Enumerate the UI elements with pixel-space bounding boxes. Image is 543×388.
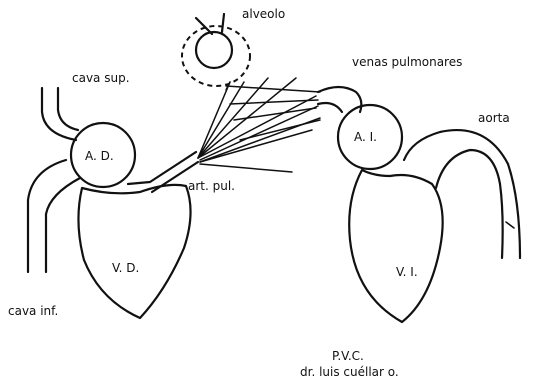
label-cava-sup: cava sup. (72, 72, 130, 84)
aorta-branch-mark (506, 222, 514, 228)
right-ventricle-shape (78, 185, 190, 318)
label-atrio-izquierdo: A. I. (354, 131, 377, 143)
label-venas-pulmonares: venas pulmonares (352, 56, 462, 68)
pulmonary-vein-lower (318, 103, 342, 112)
credit-line-1: P.V.C. (332, 350, 364, 362)
capillary-network (198, 78, 320, 172)
aorta-inner (436, 150, 503, 258)
label-alveolo: alveolo (242, 8, 285, 20)
vena-cava-inferior-inner (46, 178, 80, 272)
label-cava-inf: cava inf. (8, 305, 58, 317)
credit-line-2: dr. luis cuéllar o. (300, 366, 399, 378)
alveolus-duct-right (222, 14, 224, 32)
vena-cava-superior-inner (58, 88, 78, 130)
label-ventriculo-izquierdo: V. I. (396, 266, 418, 278)
left-ventricle-shape (349, 170, 442, 322)
label-ventriculo-derecho: V. D. (112, 262, 139, 274)
label-atrio-derecho: A. D. (85, 150, 114, 162)
label-art-pul: art. pul. (188, 180, 235, 192)
alveolus-dashed-boundary (182, 26, 250, 86)
alveolus-sac (196, 32, 232, 68)
label-aorta: aorta (478, 112, 510, 124)
pulmonary-artery-upper (128, 152, 196, 184)
alveolus (182, 14, 250, 86)
